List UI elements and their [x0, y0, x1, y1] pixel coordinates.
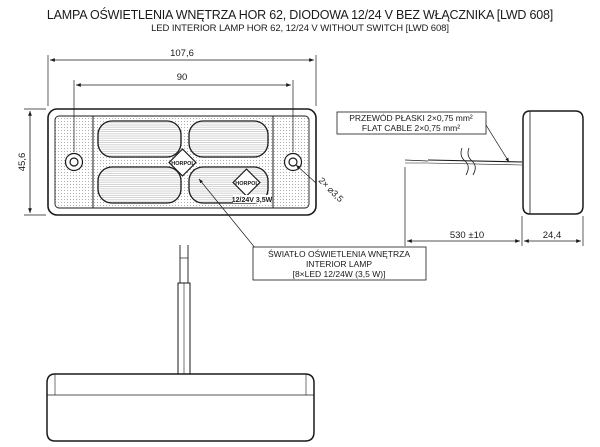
lamp-label-line3: [8×LED 12/24W (3,5 W)]: [293, 269, 386, 279]
horpol-logo-right-icon: HORPOL: [232, 168, 261, 197]
cable-label-line1: PRZEWÓD PŁASKI 2×0,75 mm²: [349, 113, 473, 123]
dimension-hole-spacing: 90: [73, 72, 294, 152]
bottom-view: [46, 245, 315, 442]
cable-break-icon: [460, 147, 469, 176]
title-english: LED INTERIOR LAMP HOR 62, 12/24 V WITHOU…: [151, 23, 449, 34]
lamp-label-leader: [198, 178, 257, 250]
lamp-label-box: ŚWIATŁO OŚWIETLENIA WNĘTRZA INTERIOR LAM…: [252, 246, 427, 281]
dimension-width-total: 107,6: [47, 48, 317, 106]
front-view: HORPOL HORPOL 12/24V 3,5W: [47, 108, 317, 216]
cable-label-leader: [485, 124, 510, 163]
dimension-height-label: 45,6: [17, 153, 28, 172]
lamp-label-line1: ŚWIATŁO OŚWIETLENIA WNĘTRZA: [268, 248, 410, 259]
horpol-logo-center-icon: HORPOL: [168, 148, 197, 177]
lamp-label-line2: INTERIOR LAMP: [306, 259, 372, 269]
dimension-hole-spacing-label: 90: [177, 72, 188, 83]
lamp-bottom-profile: [46, 373, 315, 442]
side-view: [404, 110, 584, 215]
mounting-hole-left-icon: [64, 152, 84, 172]
dimension-depth-label: 24,4: [543, 230, 562, 241]
dimension-height: 45,6: [17, 108, 46, 216]
lens-frame: [92, 115, 274, 209]
cable-label-line2: FLAT CABLE 2×0,75 mm²: [362, 123, 460, 133]
logo-right-text: HORPOL: [235, 181, 259, 187]
dimension-width-total-label: 107,6: [170, 48, 194, 59]
lens-top-right: [188, 120, 269, 158]
cable-label-box: PRZEWÓD PŁASKI 2×0,75 mm² FLAT CABLE 2×0…: [336, 111, 487, 135]
voltage-marking: 12/24V 3,5W: [232, 197, 273, 204]
lens-bottom-left: [97, 166, 182, 204]
title-polish: LAMPA OŚWIETLENIA WNĘTRZA HOR 62, DIODOW…: [46, 8, 554, 22]
dimension-cable-length: 530 ±10: [404, 167, 523, 246]
logo-center-text: HORPOL: [171, 161, 195, 167]
lens-top-left: [97, 120, 182, 158]
dimension-cable-length-label: 530 ±10: [450, 230, 484, 241]
dimension-hole-diameter-label: 2× ⌀3,5: [317, 175, 346, 204]
dimension-depth: 24,4: [524, 216, 584, 246]
lamp-side-profile: [522, 110, 584, 215]
